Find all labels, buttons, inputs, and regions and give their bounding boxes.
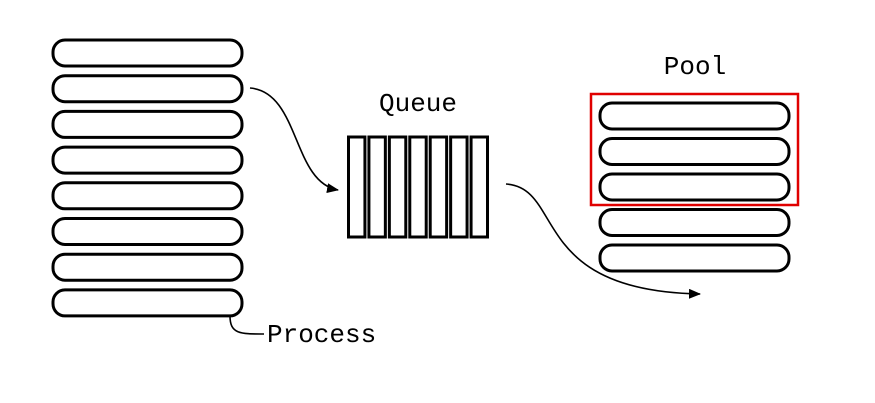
process-item xyxy=(51,145,244,175)
queue-slot xyxy=(367,135,387,239)
queue-slot xyxy=(428,135,449,239)
process-item xyxy=(51,217,244,246)
process-item xyxy=(51,38,244,68)
queue-label: Queue xyxy=(379,89,457,119)
pool-item xyxy=(598,101,791,131)
process-to-queue-arrow xyxy=(249,87,339,194)
queue-slot xyxy=(469,135,490,239)
pool-item xyxy=(598,243,791,273)
queue-slot xyxy=(408,135,428,239)
pool-label: Pool xyxy=(664,52,726,82)
pool-highlight-box xyxy=(589,92,800,207)
queue-slot xyxy=(347,135,367,239)
process-item xyxy=(51,252,244,282)
process-item xyxy=(51,109,244,139)
queue xyxy=(347,135,490,239)
process-label-leader xyxy=(229,315,265,335)
pool-item xyxy=(598,208,791,237)
process-item xyxy=(51,74,244,104)
pool-item xyxy=(598,137,791,166)
process-label: Process xyxy=(267,320,376,350)
process-stack xyxy=(51,38,244,318)
process-item xyxy=(51,288,244,318)
process-item xyxy=(51,181,244,211)
pool-item xyxy=(598,172,791,202)
pool xyxy=(598,101,791,273)
queue-slot xyxy=(449,135,469,239)
queue-to-pool-arrow xyxy=(505,183,701,299)
queue-slot xyxy=(387,135,408,239)
